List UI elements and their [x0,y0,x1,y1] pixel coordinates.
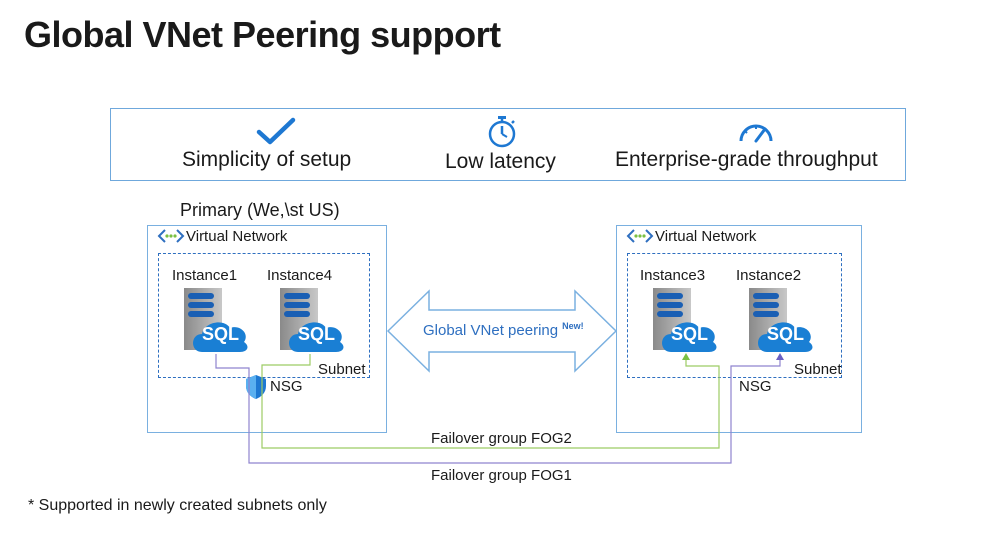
peering-arrow [386,289,618,373]
fog1-label: Failover group FOG1 [431,467,572,484]
primary-vnet-label: Virtual Network [186,228,288,245]
secondary-subnet-box [627,253,842,378]
primary-vnet-box [147,225,387,433]
page-title: Global VNet Peering support [24,14,501,55]
vnet-icon [157,229,185,243]
primary-subnet-box [158,253,370,378]
fog2-label: Failover group FOG2 [431,430,572,447]
speedometer-icon [739,124,773,143]
vnet-icon [626,229,654,243]
peering-text: Global VNet peering [423,322,559,339]
sql-server-icon: SQL [747,288,813,354]
fog2-line [261,354,720,449]
instance-label: Instance1 [172,267,238,284]
sql-server-icon: SQL [278,288,344,354]
feature-latency-label: Low latency [445,150,556,173]
checkmark-icon [256,117,296,145]
feature-simplicity-label: Simplicity of setup [182,148,352,171]
secondary-vnet-label: Virtual Network [655,228,757,245]
fog1-line [215,354,781,464]
primary-subnet-label: Subnet [318,361,366,378]
new-badge: New! [562,321,584,331]
sql-label: SQL [298,324,336,344]
stopwatch-icon [488,116,516,148]
fog2-arrowhead [682,353,690,360]
sql-label: SQL [202,324,240,344]
instance-label: Instance3 [640,267,706,284]
footnote: * Supported in newly created subnets onl… [28,497,327,514]
instance-label: Instance4 [267,267,333,284]
secondary-vnet-box [616,225,862,433]
primary-region-label: Primary (We,\st US) [180,200,340,220]
sql-label: SQL [671,324,709,344]
feature-throughput-label: Enterprise-grade throughput [615,148,878,171]
fog1-arrowhead [776,353,784,360]
sql-server-icon: SQL [182,288,248,354]
secondary-subnet-label: Subnet [794,361,842,378]
sql-label: SQL [767,324,805,344]
secondary-nsg-label: NSG [739,378,772,395]
primary-nsg-label: NSG [270,378,303,395]
features-box [110,108,906,181]
sql-server-icon: SQL [651,288,717,354]
instance-label: Instance2 [736,267,802,284]
